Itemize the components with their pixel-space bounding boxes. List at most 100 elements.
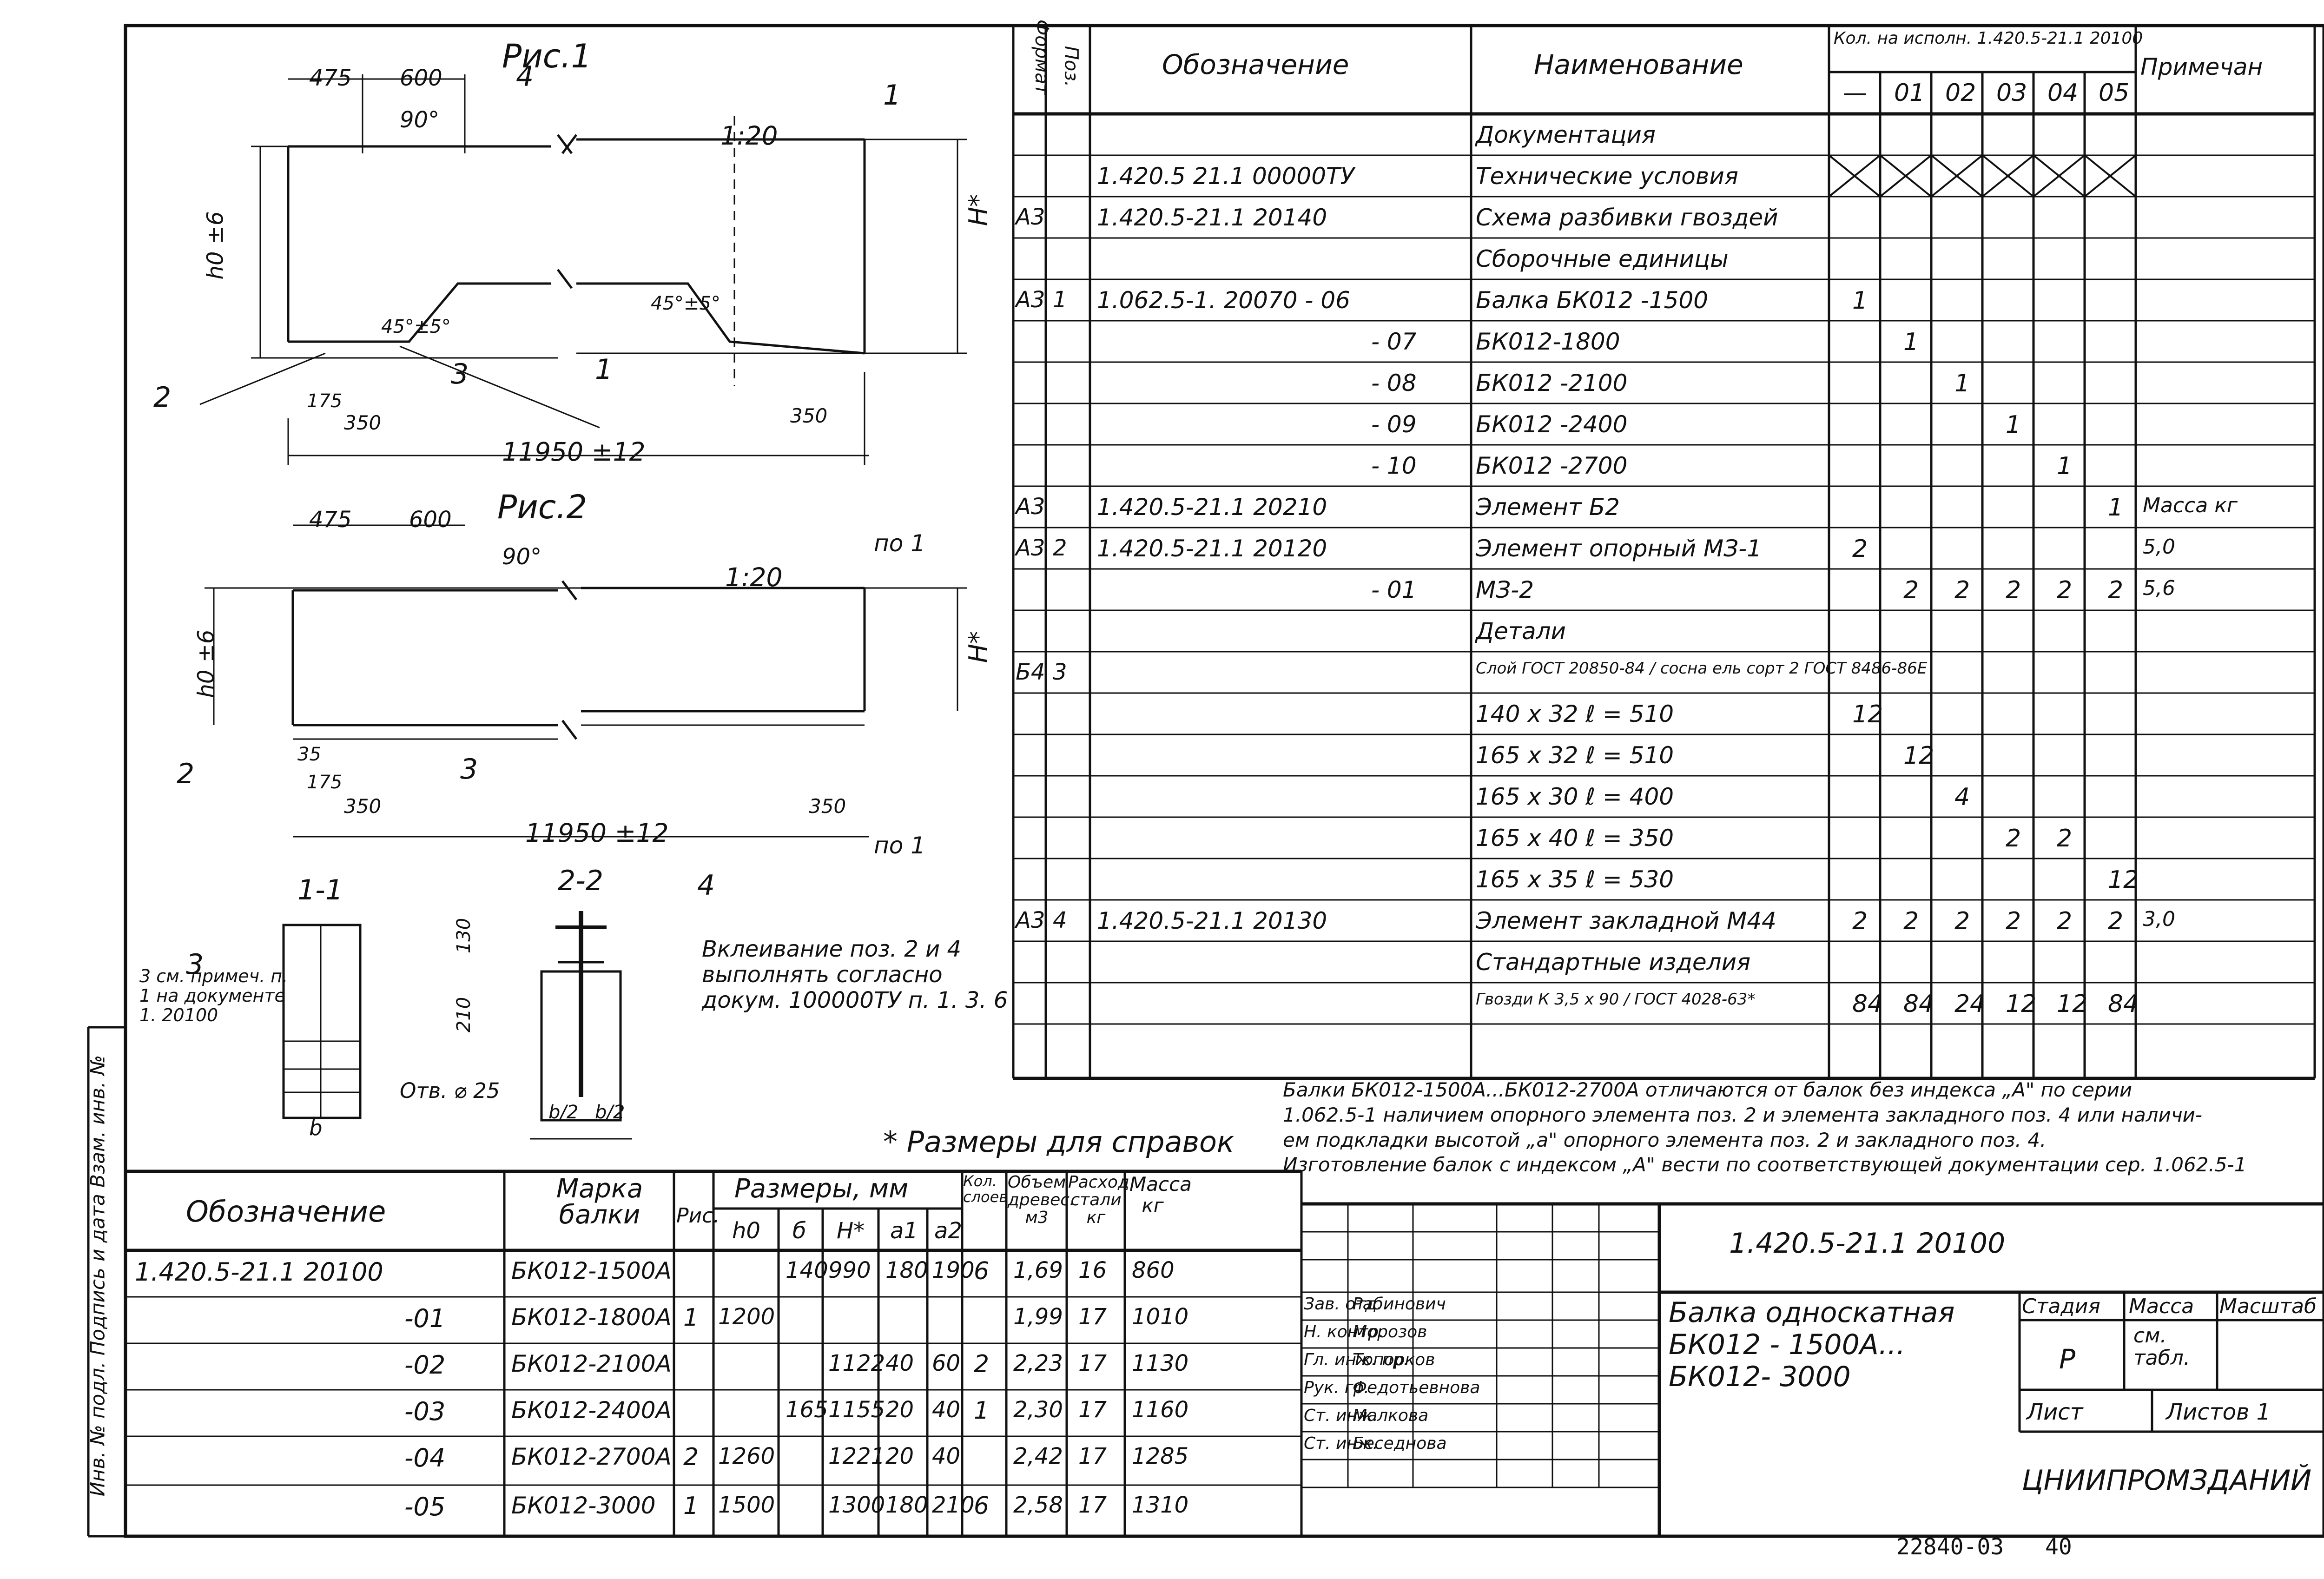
params-cell-h0: 1260 xyxy=(718,1443,775,1469)
params-header-H: H* xyxy=(837,1218,865,1244)
dim-600-fig1: 600 xyxy=(400,65,442,91)
spec-cell-qty: 84 xyxy=(2108,990,2139,1018)
params-cell-H: 1122 xyxy=(828,1350,885,1376)
side-stamp: Инв. № подл. Подпись и дата Взам. инв. № xyxy=(86,1055,109,1497)
angle-45-right: 45°±5° xyxy=(651,293,720,314)
spec-variant-header-5: 05 xyxy=(2099,79,2130,107)
params-cell-h0: 1500 xyxy=(718,1492,775,1518)
sheet-frame xyxy=(124,24,2324,1538)
params-header-volume: Объем древес. м3 xyxy=(1008,1173,1075,1227)
spec-cell-name: 165 х 30 ℓ = 400 xyxy=(1476,783,1674,810)
spec-cell-qty: 1 xyxy=(2057,452,2073,480)
spec-cell-qty: 2 xyxy=(1903,907,1919,935)
callout-3-note: 3 см. примеч. п. 1 на документе 1. 20100 xyxy=(139,966,288,1025)
spec-cell-qty: 1 xyxy=(2108,494,2124,522)
signature-role: Н. контр. xyxy=(1304,1322,1384,1341)
sheet-label: Лист xyxy=(2027,1399,2083,1425)
signature-role: Ст. инж. xyxy=(1304,1434,1378,1453)
spec-cell-name: Сборочные единицы xyxy=(1476,245,1729,272)
spec-cell-qty: 1 xyxy=(1903,328,1919,356)
spec-cell-qty: 2 xyxy=(1852,907,1868,935)
spec-cell-designation: 1.420.5-21.1 20210 xyxy=(1097,494,1327,521)
spec-cell-qty: 2 xyxy=(2057,907,2073,935)
section-dim-210: 210 xyxy=(453,997,475,1033)
spec-header-format: Формат xyxy=(1031,19,1053,95)
spec-table-grid xyxy=(1012,26,2316,1080)
dim-350-left-fig1: 350 xyxy=(344,411,382,434)
params-cell-H: 1155 xyxy=(828,1397,885,1423)
angle-90-fig2: 90° xyxy=(502,544,542,570)
note-line-3: ем подкладки высотой „а" опорного элемен… xyxy=(1283,1128,2047,1151)
params-cell-mark: БК012-2400А xyxy=(511,1397,672,1424)
drawing-title: Балка односкатная БК012 - 1500А... БК012… xyxy=(1669,1297,1955,1393)
leader-4-section: 4 xyxy=(697,869,715,902)
spec-cell-qty: 2 xyxy=(2057,576,2073,604)
spec-cell-pos: 3 xyxy=(1053,659,1067,685)
mass-header: Масса xyxy=(2129,1295,2194,1318)
spec-cell-name: 140 х 32 ℓ = 510 xyxy=(1476,700,1674,727)
params-cell-fig: 1 xyxy=(683,1304,699,1332)
spec-cell-qty: 2 xyxy=(2006,825,2021,852)
bottom-code: 22840-03 xyxy=(1896,1534,2004,1560)
leader-1-fig1b: 1 xyxy=(595,353,613,386)
dim-600-fig2: 600 xyxy=(409,507,452,533)
params-header-fig: Рис. xyxy=(676,1204,720,1228)
params-cell-a1: 20 xyxy=(885,1397,914,1423)
spec-cell-name: 165 х 32 ℓ = 510 xyxy=(1476,742,1674,769)
title-line-2: БК012 - 1500А... xyxy=(1669,1328,1906,1361)
spec-cell-qty: 12 xyxy=(2057,990,2088,1018)
spec-cell-name: БК012-1800 xyxy=(1476,328,1620,355)
params-cell-b: 140 xyxy=(786,1257,828,1283)
params-cell-s: 16 xyxy=(1078,1257,1107,1283)
params-table-grid xyxy=(125,1169,1303,1536)
spec-cell-name: БК012 -2400 xyxy=(1476,411,1628,438)
bottom-page: 40 xyxy=(2045,1534,2072,1560)
params-cell-H: 990 xyxy=(828,1257,871,1283)
sheets-label: Листов 1 xyxy=(2166,1399,2271,1425)
spec-cell-designation: - 07 xyxy=(1371,328,1417,355)
stage-value: Р xyxy=(2059,1343,2075,1375)
title-line-3: БК012- 3000 xyxy=(1669,1361,1851,1393)
spec-cell-qty: 2 xyxy=(1954,907,1970,935)
params-cell-m: 1010 xyxy=(1132,1304,1189,1330)
spec-cell-format: Б4 xyxy=(1016,659,1045,685)
params-cell-des: -02 xyxy=(404,1350,446,1380)
spec-cell-name: БК012 -2100 xyxy=(1476,370,1628,396)
spec-cell-format: А3 xyxy=(1016,907,1045,933)
organization: ЦНИИПРОМЗДАНИЙ xyxy=(2022,1464,2312,1497)
params-cell-des: -03 xyxy=(404,1397,446,1426)
params-header-sizes: Размеры, мм xyxy=(734,1174,909,1204)
params-cell-des: -04 xyxy=(404,1443,446,1473)
spec-cell-note: Масса кг xyxy=(2143,494,2238,517)
params-header-designation: Обозначение xyxy=(186,1195,386,1229)
angle-45-left: 45°±5° xyxy=(381,316,451,337)
reference-sizes-caption: * Размеры для справок xyxy=(883,1125,1235,1159)
spec-cell-name: Слой ГОСТ 20850-84 / сосна ель сорт 2 ГО… xyxy=(1476,659,1928,678)
dim-350-right-fig2: 350 xyxy=(809,795,846,818)
spec-cell-name: Технические условия xyxy=(1476,163,1738,190)
params-cell-m: 1285 xyxy=(1132,1443,1189,1469)
title-block-grid xyxy=(1301,1202,2324,1536)
slope-label-1: 1:20 xyxy=(720,121,778,151)
spec-cell-qty: 1 xyxy=(1954,370,1970,397)
spec-header-note: Примечан xyxy=(2140,53,2263,80)
figure-1-drawing xyxy=(199,74,967,465)
leader-2-fig2: 2 xyxy=(177,758,195,790)
params-cell-des: 1.420.5-21.1 20100 xyxy=(135,1257,383,1287)
spec-cell-qty: 24 xyxy=(1954,990,1986,1018)
params-cell-des: -01 xyxy=(404,1304,446,1333)
leader-2-fig1: 2 xyxy=(153,381,172,414)
section-b2-left: b/2 xyxy=(548,1102,579,1123)
spec-cell-designation: - 01 xyxy=(1371,576,1417,603)
leader-1-fig1: 1 xyxy=(883,79,901,112)
spec-cell-pos: 2 xyxy=(1053,535,1067,561)
spec-variant-header-4: 04 xyxy=(2047,79,2079,107)
spec-cell-qty: 2 xyxy=(2006,907,2021,935)
params-cell-n: 2 xyxy=(974,1350,990,1378)
dim-11950-fig2: 11950 ±12 xyxy=(525,818,669,848)
sections-drawing xyxy=(282,911,632,1140)
params-cell-s: 17 xyxy=(1078,1397,1107,1423)
signature-name: Беседнова xyxy=(1353,1434,1447,1453)
spec-cell-qty: 1 xyxy=(1852,287,1868,315)
spec-cell-name: Элемент Б2 xyxy=(1476,494,1620,521)
